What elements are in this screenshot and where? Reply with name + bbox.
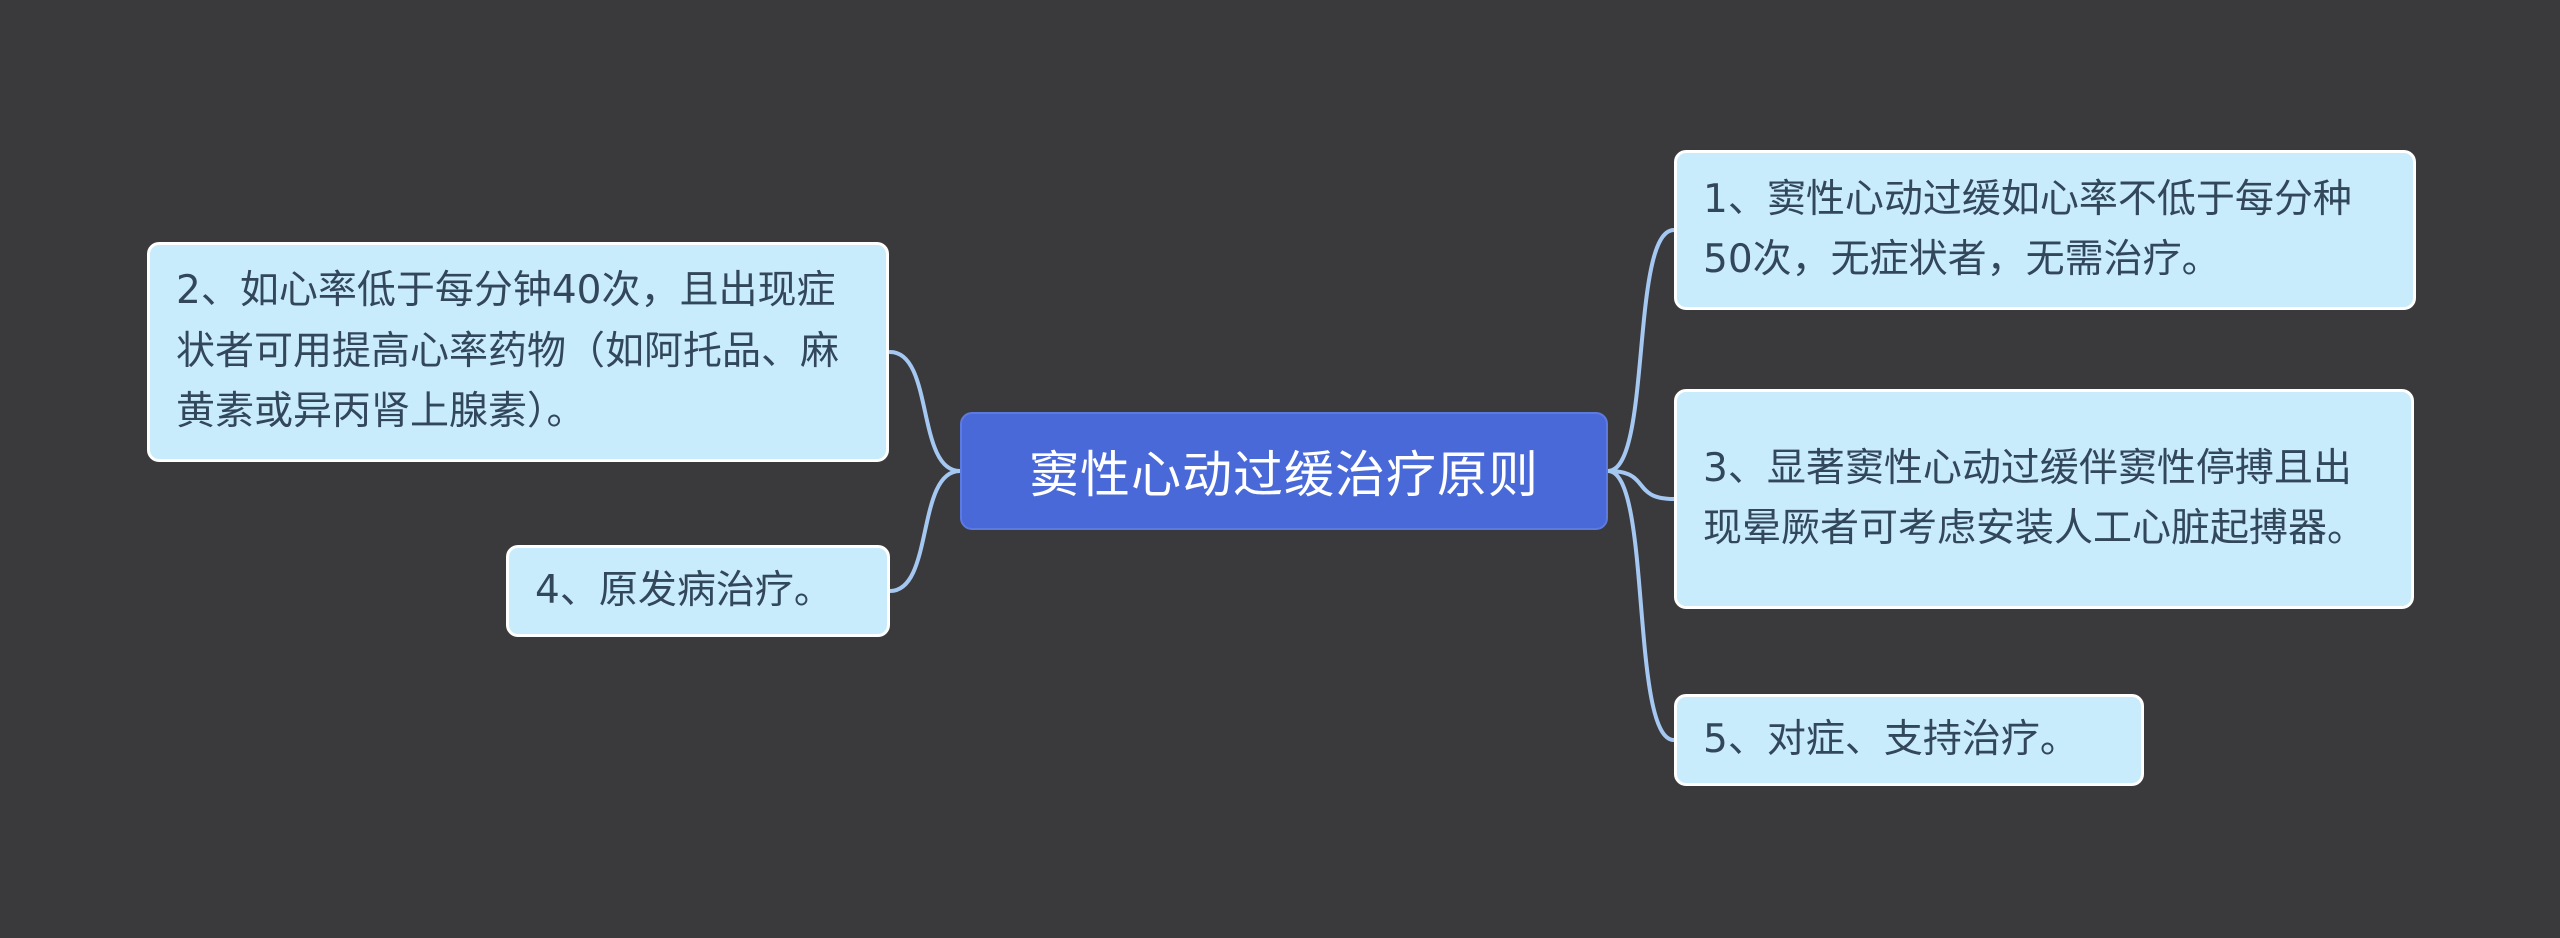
topic-node-2-label: 2、如心率低于每分钟40次，且出现症状者可用提高心率药物（如阿托品、麻黄素或异丙…	[176, 268, 840, 435]
connector-root-n3	[1606, 469, 1676, 501]
topic-node-3-label: 3、显著窦性心动过缓伴窦性停搏且出现晕厥者可考虑安装人工心脏起搏器。	[1703, 445, 2367, 551]
topic-node-1[interactable]: 1、窦性心动过缓如心率不低于每分种50次，无症状者，无需治疗。	[1674, 150, 2416, 310]
root-topic-node[interactable]: 窦性心动过缓治疗原则	[960, 412, 1608, 530]
connector-root-n2	[888, 350, 962, 473]
topic-node-4-label: 4、原发病治疗。	[535, 567, 833, 613]
root-topic-label: 窦性心动过缓治疗原则	[1029, 446, 1539, 504]
connector-root-n1	[1606, 228, 1676, 473]
topic-node-5-label: 5、对症、支持治疗。	[1703, 716, 2079, 762]
topic-node-3[interactable]: 3、显著窦性心动过缓伴窦性停搏且出现晕厥者可考虑安装人工心脏起搏器。	[1674, 389, 2414, 609]
topic-node-4[interactable]: 4、原发病治疗。	[506, 545, 890, 637]
topic-node-1-label: 1、窦性心动过缓如心率不低于每分种50次，无症状者，无需治疗。	[1703, 176, 2352, 282]
topic-node-2[interactable]: 2、如心率低于每分钟40次，且出现症状者可用提高心率药物（如阿托品、麻黄素或异丙…	[147, 242, 889, 462]
connector-root-n5	[1606, 469, 1676, 742]
topic-node-5[interactable]: 5、对症、支持治疗。	[1674, 694, 2144, 786]
connector-root-n4	[888, 469, 962, 593]
